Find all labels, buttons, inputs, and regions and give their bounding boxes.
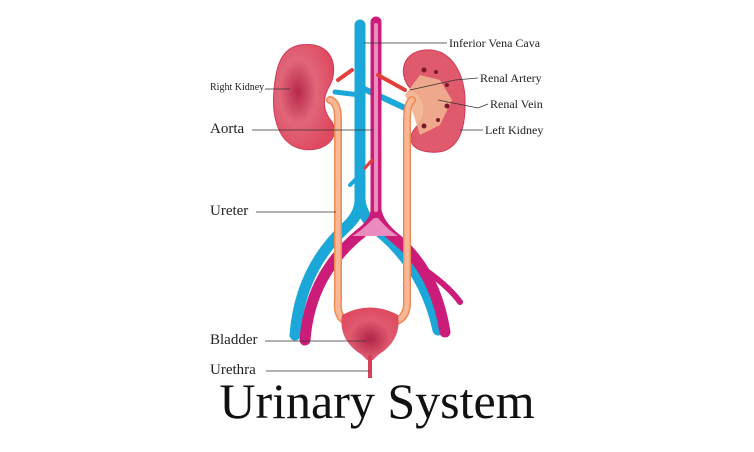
label-aorta: Aorta	[210, 121, 245, 137]
label-renal-vein: Renal Vein	[490, 97, 543, 111]
renal-pelvis	[405, 75, 452, 135]
label-right-kidney: Right Kidney	[210, 82, 265, 93]
label-renal-artery: Renal Artery	[480, 71, 542, 85]
aorta	[299, 16, 463, 346]
leader-lines	[252, 42, 489, 372]
renal-pyramids	[421, 67, 450, 129]
diagram-title: Urinary System	[219, 373, 535, 429]
label-left-kidney: Left Kidney	[485, 123, 544, 137]
label-urethra: Urethra	[210, 362, 256, 378]
label-inferior-vena-cava: Inferior Vena Cava	[449, 36, 541, 50]
right-kidney-shape	[273, 44, 335, 151]
label-ureter: Ureter	[210, 203, 249, 219]
bladder-shape	[341, 307, 399, 360]
label-bladder: Bladder	[210, 332, 258, 348]
urethra-shape	[368, 355, 372, 378]
